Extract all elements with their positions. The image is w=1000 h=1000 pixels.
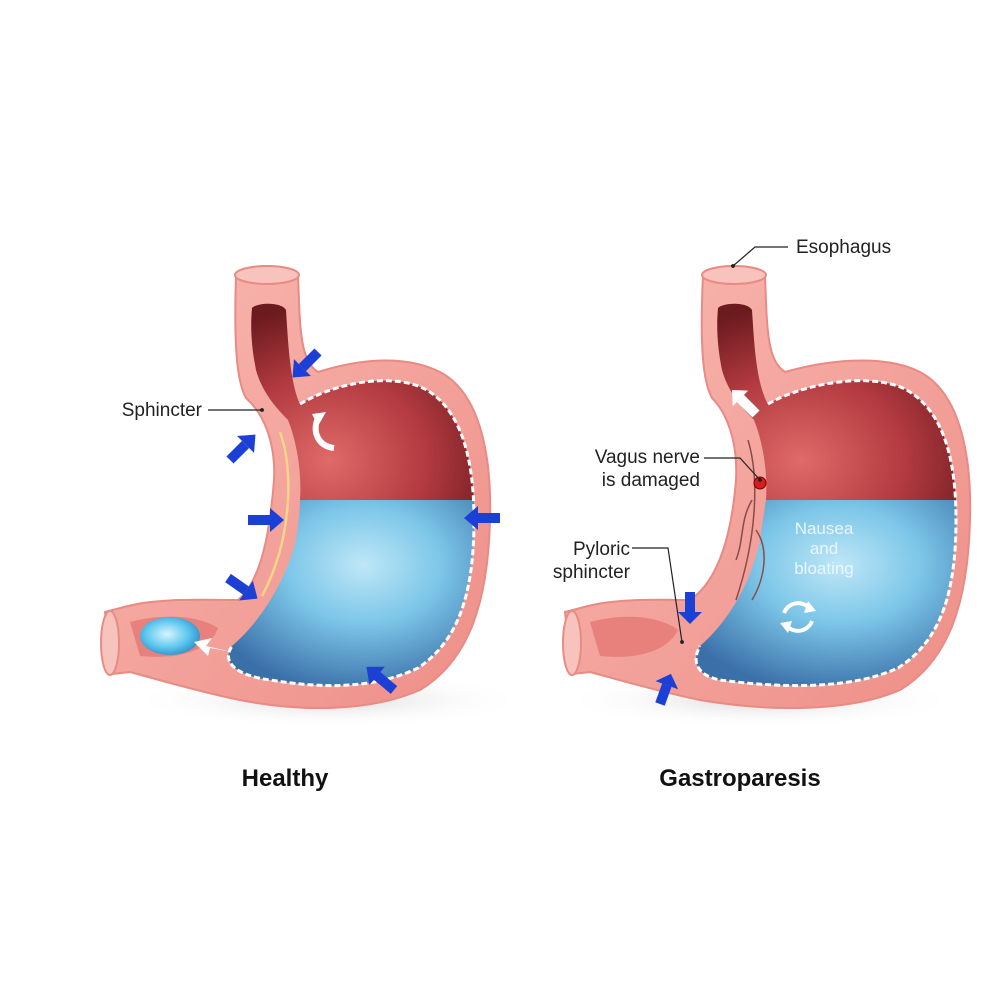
nausea-text-line2: and: [809, 539, 839, 558]
healthy-duodenum-opening: [100, 610, 120, 676]
white-arrow-icon: [731, 389, 760, 418]
healthy-contraction-arrows: [225, 348, 500, 694]
healthy-fluid: [228, 500, 475, 686]
gastroparesis-cavity: [717, 303, 956, 500]
blue-arrow-icon: [678, 592, 702, 624]
white-arrow-icon: [312, 412, 326, 426]
blue-arrow-icon: [248, 508, 284, 532]
gastroparesis-duodenum-cavity: [590, 616, 678, 657]
nausea-text-line3: bloating: [794, 559, 854, 578]
vagus-nerve-label-line2: is damaged: [601, 470, 700, 491]
gastroparesis-lining: [694, 379, 958, 688]
white-arrow-icon: [194, 638, 232, 656]
gastroparesis-fluid: [696, 500, 957, 686]
pyloric-sphincter-label-line1: Pyloric: [572, 539, 630, 560]
nausea-bloating-text: Nausea and bloating: [764, 519, 884, 579]
blue-arrow-icon: [464, 506, 500, 530]
esophagus-label: Esophagus: [796, 237, 892, 258]
healthy-cavity: [251, 303, 474, 500]
blue-arrow-icon: [226, 434, 256, 464]
gastroparesis-duodenum-opening: [562, 610, 582, 676]
gastroparesis-arrows: [655, 592, 702, 706]
blue-arrow-icon: [292, 348, 322, 378]
blue-arrow-icon: [366, 666, 398, 694]
pyloric-leader: [632, 547, 684, 644]
vagus-leader: [704, 457, 762, 482]
gastroparesis-caption: Gastroparesis: [659, 765, 821, 792]
nausea-text-line1: Nausea: [794, 519, 854, 538]
gastroparesis-nerve: [735, 439, 765, 601]
gastroparesis-esophagus-opening: [701, 265, 767, 285]
nerve-damage-dot-icon: [753, 476, 767, 490]
healthy-stomach: [100, 265, 530, 728]
healthy-esophagus-opening: [234, 265, 300, 285]
healthy-food-bubble: [140, 617, 200, 655]
pyloric-sphincter-label-line2: sphincter: [552, 562, 630, 583]
blue-arrow-icon: [225, 573, 258, 601]
healthy-caption: Healthy: [241, 765, 329, 792]
gastroparesis-stomach: [560, 265, 972, 728]
blue-arrow-icon: [655, 673, 679, 706]
vagus-nerve-label: Vagus nerve is damaged: [540, 446, 700, 492]
esophagus-leader: [731, 246, 788, 268]
pyloric-sphincter-label: Pyloric sphincter: [520, 538, 630, 584]
healthy-nerve: [260, 431, 290, 597]
sphincter-label: Sphincter: [121, 400, 202, 421]
recycle-icon: [780, 601, 816, 633]
vagus-nerve-label-line1: Vagus nerve: [594, 447, 700, 468]
